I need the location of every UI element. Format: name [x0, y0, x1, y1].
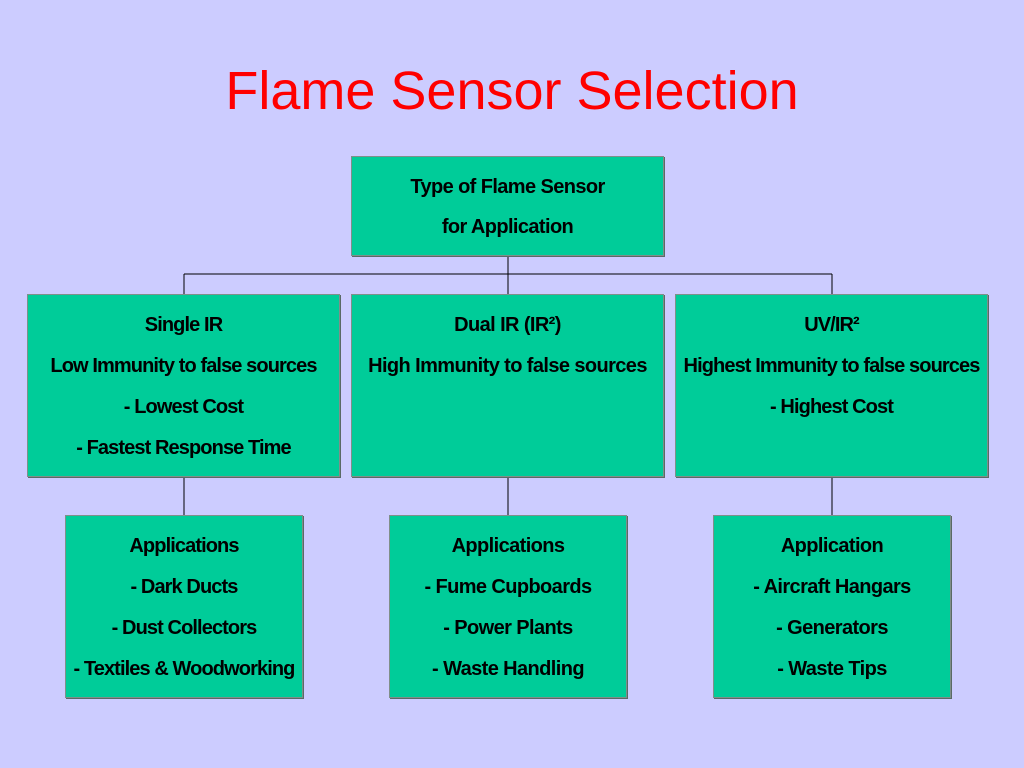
- applications-node-line: - Fume Cupboards: [424, 576, 592, 598]
- sensor-node-line: Low Immunity to false sources: [50, 355, 317, 377]
- root-node-line: Type of Flame Sensor: [410, 176, 605, 198]
- applications-node-line: Application: [780, 535, 884, 557]
- sensor-node-uv-ir: UV/IR² Highest Immunity to false sources…: [675, 294, 988, 477]
- slide-title: Flame Sensor Selection: [225, 61, 799, 121]
- applications-node-line: Applications: [129, 535, 239, 557]
- applications-node-line: - Generators: [776, 617, 888, 639]
- applications-node-line: - Waste Handling: [432, 658, 584, 680]
- sensor-node-line: High Immunity to false sources: [368, 355, 647, 377]
- applications-node-uv-ir: Application - Aircraft Hangars - Generat…: [713, 515, 951, 698]
- sensor-node-line: Single IR: [144, 314, 223, 336]
- applications-node-line: - Power Plants: [443, 617, 573, 639]
- sensor-node-single-ir: Single IR Low Immunity to false sources …: [27, 294, 340, 477]
- sensor-node-line: UV/IR²: [804, 314, 860, 336]
- applications-node-single-ir: Applications - Dark Ducts - Dust Collect…: [65, 515, 303, 698]
- sensor-node-line: - Highest Cost: [770, 396, 894, 418]
- root-node-flame-sensor-type: Type of Flame Sensor for Application: [351, 156, 664, 256]
- applications-node-line: - Dust Collectors: [111, 617, 258, 639]
- root-node-line: for Application: [441, 216, 574, 238]
- sensor-node-line: Highest Immunity to false sources: [683, 355, 981, 377]
- sensor-node-line: - Lowest Cost: [123, 396, 244, 418]
- sensor-node-line: - Fastest Response Time: [76, 437, 291, 459]
- applications-node-line: - Aircraft Hangars: [753, 576, 911, 598]
- applications-node-line: Applications: [451, 535, 565, 557]
- applications-node-dual-ir: Applications - Fume Cupboards - Power Pl…: [389, 515, 627, 698]
- applications-node-line: - Dark Ducts: [130, 576, 238, 598]
- applications-node-line: - Waste Tips: [777, 658, 887, 680]
- applications-node-line: - Textiles & Woodworking: [73, 658, 295, 680]
- sensor-node-dual-ir: Dual IR (IR²) High Immunity to false sou…: [351, 294, 664, 477]
- sensor-node-line: Dual IR (IR²): [454, 314, 561, 336]
